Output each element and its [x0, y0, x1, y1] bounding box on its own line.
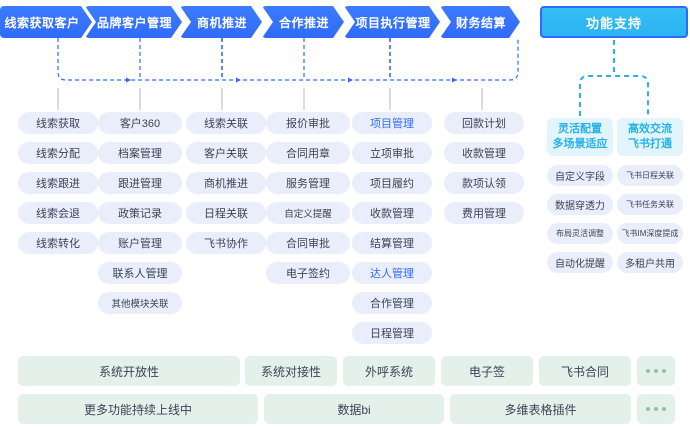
support-group-1: 高效交流飞书打通飞书日程关联飞书任务关联飞书IM深度提成多租户共用 [617, 118, 683, 281]
feature-pill[interactable]: 立项审批 [352, 142, 432, 164]
support-group-0: 灵活配置多场景适应自定义字段数据穿透力布局灵活调整自动化提醒 [547, 118, 613, 281]
feature-pill[interactable]: 达人管理 [352, 262, 432, 284]
feature-pill[interactable]: 款项认领 [444, 172, 524, 194]
process-flow-bar: 线索获取客户 品牌客户管理 商机推进 合作推进 项目执行管理 财务结算 [0, 6, 540, 38]
flow-stage-5[interactable]: 财务结算 [440, 6, 520, 38]
support-group-header: 高效交流飞书打通 [617, 118, 683, 156]
flow-stage-0[interactable]: 线索获取客户 [0, 6, 92, 38]
feature-pill[interactable]: 飞书协作 [186, 232, 266, 254]
more-options-button[interactable] [637, 356, 675, 386]
feature-pill[interactable]: 线索分配 [18, 142, 98, 164]
feature-pill[interactable]: 客户360 [98, 112, 182, 134]
feature-pill[interactable]: 报价审批 [266, 112, 350, 134]
feature-pill[interactable]: 收款管理 [444, 142, 524, 164]
feature-pill[interactable]: 项目管理 [352, 112, 432, 134]
feature-column-5: 回款计划收款管理款项认领费用管理 [444, 112, 524, 232]
feature-pill[interactable]: 收款管理 [352, 202, 432, 224]
feature-pill[interactable]: 线索获取 [18, 112, 98, 134]
support-pill[interactable]: 多租户共用 [617, 252, 683, 273]
feature-pill[interactable]: 结算管理 [352, 232, 432, 254]
capability-cell[interactable]: 外呼系统 [343, 356, 435, 386]
feature-pill[interactable]: 线索会退 [18, 202, 98, 224]
capability-cell[interactable]: 更多功能持续上线中 [18, 394, 258, 424]
support-pill[interactable]: 自定义字段 [547, 165, 613, 186]
capability-cell[interactable]: 数据bi [264, 394, 444, 424]
capability-cell[interactable]: 系统开放性 [18, 356, 240, 386]
capability-cell[interactable]: 飞书合同 [539, 356, 631, 386]
feature-pill[interactable]: 线索转化 [18, 232, 98, 254]
feature-pill[interactable]: 电子签约 [266, 262, 350, 284]
support-pill[interactable]: 飞书IM深度提成 [617, 223, 683, 244]
flow-stage-1[interactable]: 品牌客户管理 [85, 6, 182, 38]
feature-pill[interactable]: 自定义提醒 [266, 202, 350, 224]
capability-cell[interactable]: 系统对接性 [245, 356, 337, 386]
capability-cell[interactable]: 多维表格插件 [450, 394, 631, 424]
support-pill[interactable]: 布局灵活调整 [547, 223, 613, 244]
more-options-button[interactable] [637, 394, 675, 424]
support-button[interactable]: 功能支持 [540, 6, 688, 38]
feature-pill[interactable]: 跟进管理 [98, 172, 182, 194]
feature-pill[interactable]: 日程关联 [186, 202, 266, 224]
bottom-row-1: 系统开放性系统对接性外呼系统电子签飞书合同 [0, 356, 690, 386]
feature-pill[interactable]: 政策记录 [98, 202, 182, 224]
flow-stage-4[interactable]: 项目执行管理 [344, 6, 440, 38]
feature-pill[interactable]: 线索跟进 [18, 172, 98, 194]
capability-cell[interactable]: 电子签 [441, 356, 533, 386]
feature-pill[interactable]: 费用管理 [444, 202, 524, 224]
flow-stage-2[interactable]: 商机推进 [180, 6, 262, 38]
feature-column-3: 报价审批合同用章服务管理自定义提醒合同审批电子签约 [266, 112, 350, 292]
support-header-line2: 飞书打通 [628, 138, 672, 150]
ellipsis-icon [646, 369, 666, 373]
support-pill[interactable]: 飞书任务关联 [617, 194, 683, 215]
support-header-line1: 高效交流 [628, 123, 672, 135]
feature-column-4: 项目管理立项审批项目履约收款管理结算管理达人管理合作管理日程管理 [352, 112, 432, 352]
flow-stage-3[interactable]: 合作推进 [262, 6, 344, 38]
feature-pill[interactable]: 服务管理 [266, 172, 350, 194]
support-group-header: 灵活配置多场景适应 [547, 118, 613, 156]
feature-pill[interactable]: 档案管理 [98, 142, 182, 164]
feature-pill[interactable]: 商机推进 [186, 172, 266, 194]
support-pill[interactable]: 飞书日程关联 [617, 165, 683, 186]
feature-pill[interactable]: 日程管理 [352, 322, 432, 344]
feature-pill[interactable]: 客户关联 [186, 142, 266, 164]
support-pill[interactable]: 数据穿透力 [547, 194, 613, 215]
feature-pill[interactable]: 线索关联 [186, 112, 266, 134]
support-pill[interactable]: 自动化提醒 [547, 252, 613, 273]
feature-pill[interactable]: 其他模块关联 [98, 292, 182, 314]
feature-column-0: 线索获取线索分配线索跟进线索会退线索转化 [18, 112, 98, 262]
feature-pill[interactable]: 联系人管理 [98, 262, 182, 284]
ellipsis-icon [646, 407, 666, 411]
feature-pill[interactable]: 回款计划 [444, 112, 524, 134]
feature-pill[interactable]: 合作管理 [352, 292, 432, 314]
support-header-line1: 灵活配置 [558, 123, 602, 135]
feature-pill[interactable]: 合同用章 [266, 142, 350, 164]
feature-pill[interactable]: 账户管理 [98, 232, 182, 254]
feature-pill[interactable]: 项目履约 [352, 172, 432, 194]
feature-column-2: 线索关联客户关联商机推进日程关联飞书协作 [186, 112, 266, 262]
support-header-line2: 多场景适应 [552, 138, 608, 150]
feature-column-1: 客户360 档案管理跟进管理政策记录账户管理联系人管理其他模块关联 [98, 112, 182, 322]
feature-pill[interactable]: 合同审批 [266, 232, 350, 254]
